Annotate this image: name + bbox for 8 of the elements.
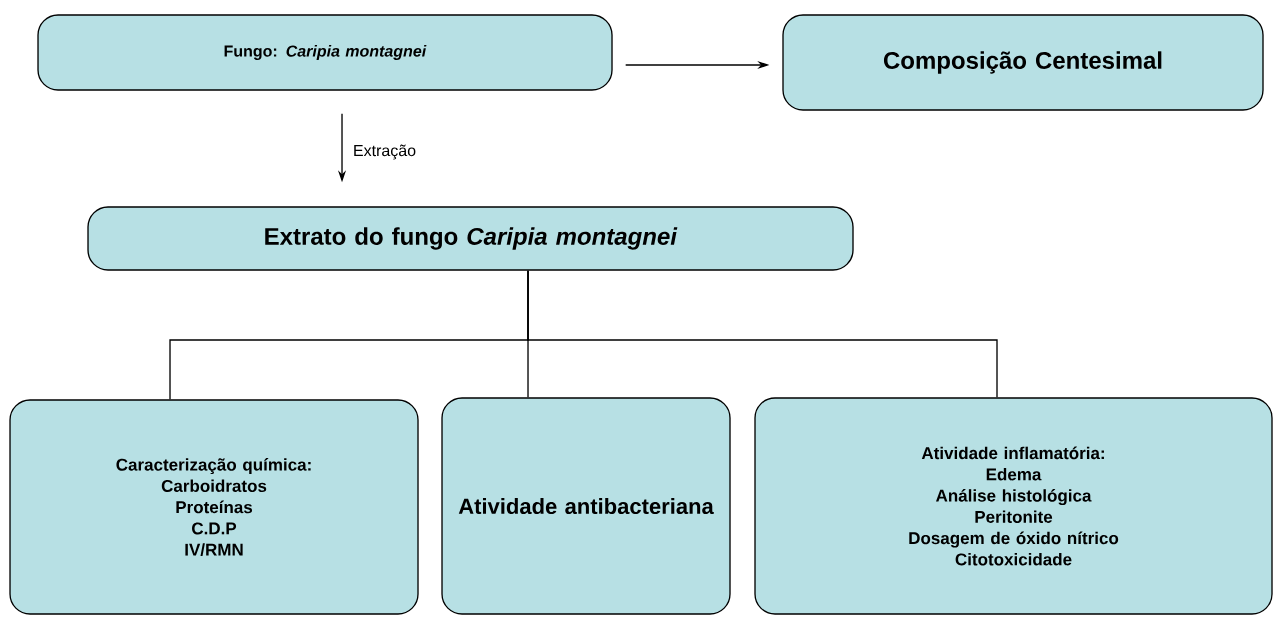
process-box: Composição Centesimal [782, 14, 1264, 111]
connector-line [527, 270, 998, 398]
process-box: Atividade inflamatória: Edema Análise histológica Peritonite Dosagem de óxido nítrico Citotoxicidade [754, 397, 1273, 615]
process-box: Caracterização química: Carboidratos Proteínas C.D.P IV/RMN [9, 399, 419, 615]
process-box: Atividade antibacteriana [441, 397, 731, 615]
process-box: Extrato do fungo Caripia montagnei [87, 206, 854, 271]
process-box: Fungo: Caripia montagnei [37, 14, 613, 91]
edge-label: Extração [354, 144, 416, 160]
